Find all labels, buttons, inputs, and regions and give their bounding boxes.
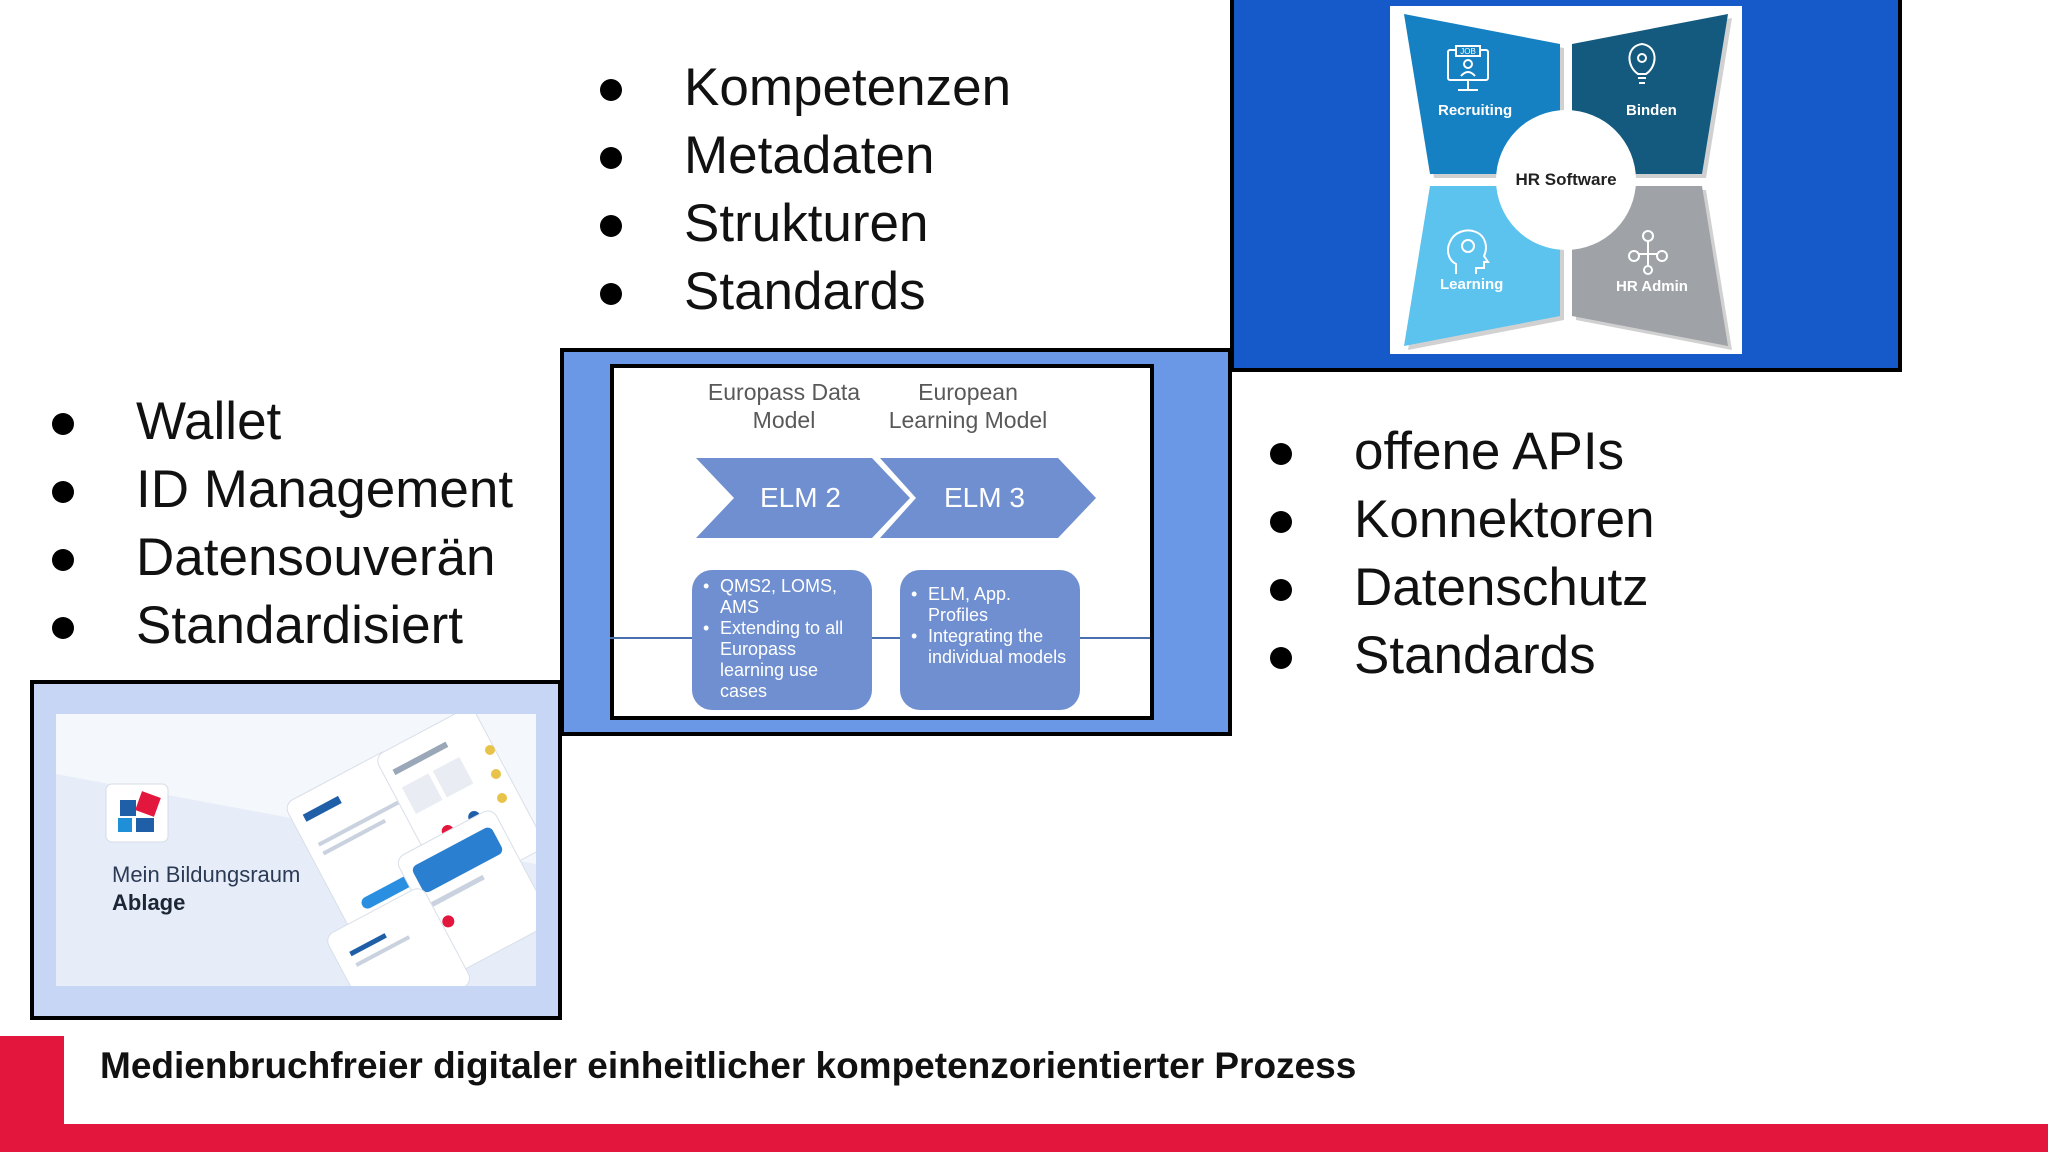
bullet-icon <box>1270 443 1292 465</box>
elm3-chevron <box>880 458 1096 538</box>
elm-heading-european-line2: Learning Model <box>888 407 1048 433</box>
hr-software-center-label: HR Software <box>1515 170 1617 189</box>
elm-heading-europass: Europass Data Model <box>684 378 884 434</box>
elm2-details-box: QMS2, LOMS, AMS Extending to all Europas… <box>692 570 872 710</box>
job-monitor-icon: JOB <box>1447 45 1489 91</box>
bullet-icon <box>52 549 74 571</box>
binden-label: Binden <box>1626 102 1677 119</box>
app-title-line2: Ablage <box>112 890 186 915</box>
elm-heading-europass-line2: Model <box>752 407 816 433</box>
recruiting-label: Recruiting <box>1438 102 1513 119</box>
elm-heading-european-line1: European <box>918 379 1018 405</box>
app-preview-frame: Mein Bildungsraum Ablage <box>30 680 562 1020</box>
elm-chevrons <box>610 458 1150 639</box>
head-gear-icon <box>1447 229 1490 274</box>
list-item: QMS2, LOMS, AMS <box>698 576 864 618</box>
elm2-label: ELM 2 <box>760 482 841 513</box>
elm3-label: ELM 3 <box>944 482 1025 513</box>
list-item: Extending to all Europass learning use c… <box>698 618 864 702</box>
elm-diagram-card: Europass Data Model European Learning Mo… <box>610 364 1154 720</box>
app-preview-graphic <box>56 714 536 986</box>
hr-software-card: JOB <box>1390 6 1742 354</box>
lightbulb-icon <box>1628 42 1656 84</box>
elm-heading-european: European Learning Model <box>868 378 1068 434</box>
phone-mockups <box>286 714 536 986</box>
bullet-icon <box>1270 579 1292 601</box>
bullet-icon <box>600 79 622 101</box>
bullet-icon <box>600 147 622 169</box>
list-item: ELM, App. Profiles <box>906 584 1072 626</box>
footer-title: Medienbruchfreier digitaler einheitliche… <box>100 1045 1357 1086</box>
elm3-details-box: ELM, App. Profiles Integrating the indiv… <box>900 570 1080 710</box>
bullet-icon <box>600 283 622 305</box>
list-item: Integrating the individual models <box>906 626 1072 668</box>
app-title-line1: Mein Bildungsraum <box>112 862 301 887</box>
people-network-icon <box>1628 230 1668 275</box>
bullet-icon <box>1270 647 1292 669</box>
bullet-icon <box>600 215 622 237</box>
learning-label: Learning <box>1440 276 1504 293</box>
svg-text:JOB: JOB <box>1460 47 1476 56</box>
elm2-chevron <box>696 458 910 538</box>
footer-accent-bar <box>0 1124 2048 1152</box>
bildungsraum-logo-icon <box>105 783 169 843</box>
elm-diagram-frame: Europass Data Model European Learning Mo… <box>560 348 1232 736</box>
bullet-icon <box>52 481 74 503</box>
app-preview-card: Mein Bildungsraum Ablage <box>56 714 536 986</box>
bullet-icon <box>52 413 74 435</box>
footer-accent-left <box>0 1036 64 1124</box>
hr-wheel-graphic: JOB <box>1404 14 1732 350</box>
hr-admin-label: HR Admin <box>1616 278 1688 295</box>
elm-heading-europass-line1: Europass Data <box>707 379 861 405</box>
bullet-icon <box>52 617 74 639</box>
hr-software-frame: JOB <box>1230 0 1902 372</box>
bullet-icon <box>1270 511 1292 533</box>
